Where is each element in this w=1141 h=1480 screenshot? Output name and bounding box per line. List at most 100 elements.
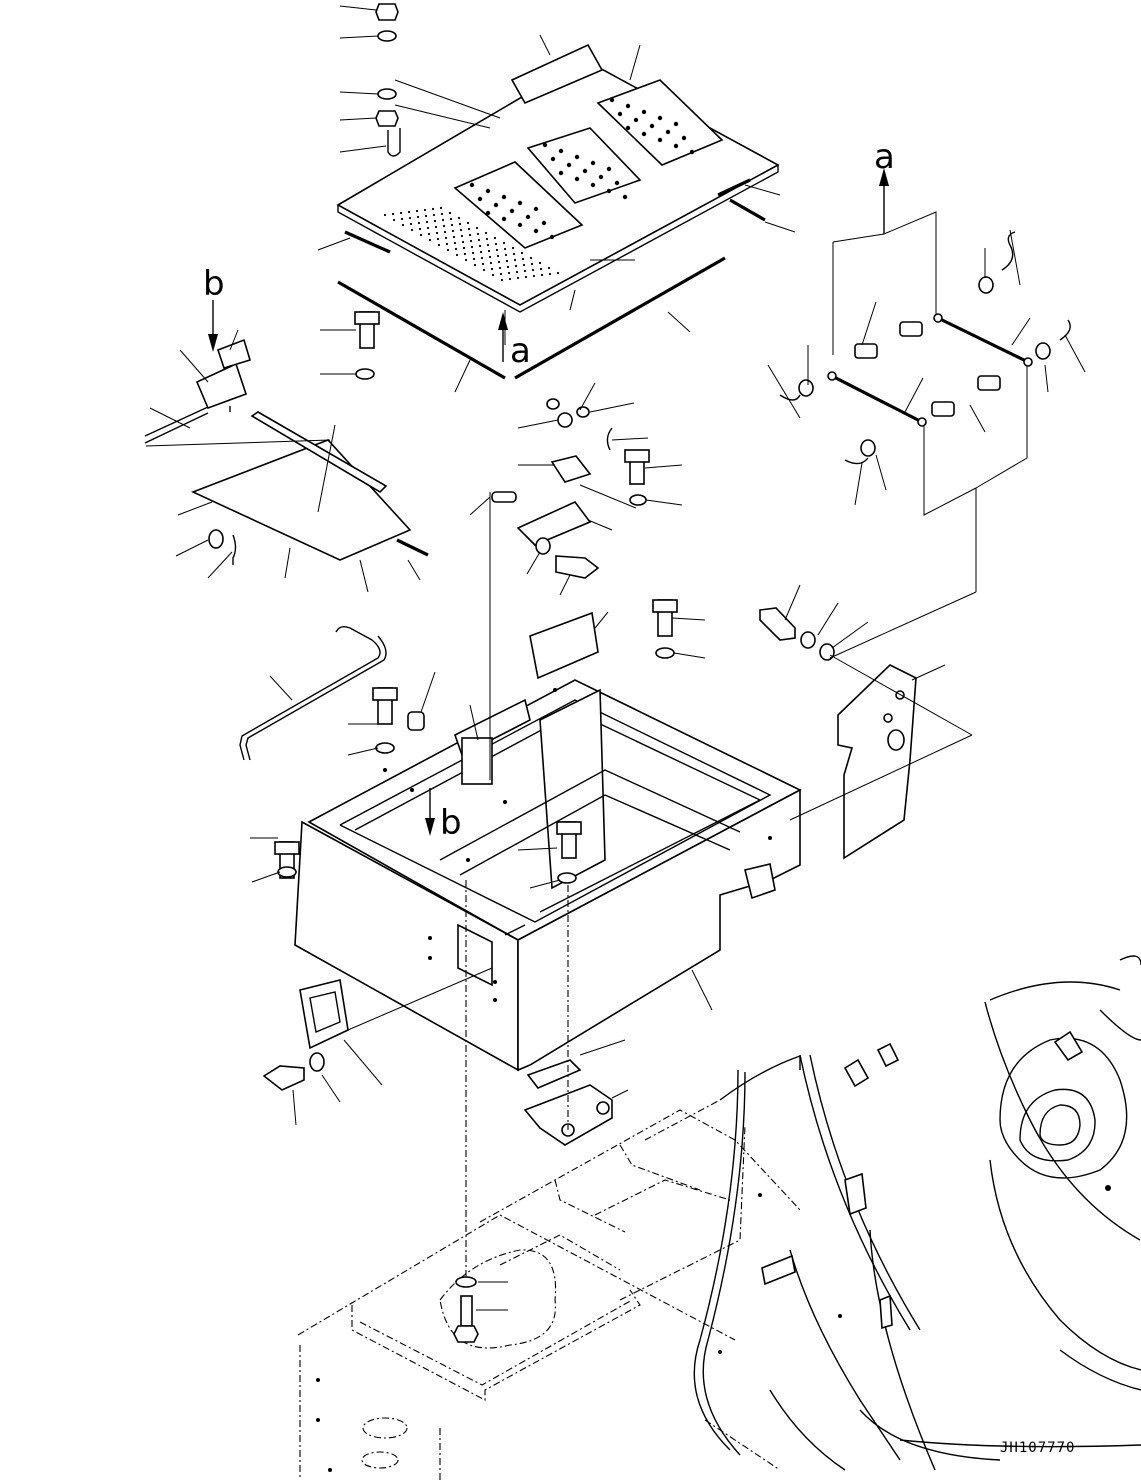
perforation-hole bbox=[574, 154, 580, 160]
perforation-hole bbox=[503, 247, 507, 251]
perforation-hole bbox=[547, 266, 551, 270]
perforation-hole bbox=[582, 168, 588, 174]
side-cover-view-b bbox=[144, 300, 429, 593]
perforation-hole bbox=[673, 121, 679, 127]
perforation-hole bbox=[516, 276, 520, 280]
perforation-hole bbox=[499, 272, 503, 276]
perforation-hole bbox=[476, 232, 480, 236]
perforation-hole bbox=[558, 170, 564, 176]
perforation-hole bbox=[425, 220, 429, 224]
perforation-hole bbox=[415, 209, 419, 213]
perforation-hole bbox=[641, 109, 647, 115]
perforation-hole bbox=[485, 237, 489, 241]
perforation-hole bbox=[517, 200, 523, 206]
top-fastener-stack bbox=[320, 3, 401, 380]
lower-latch-bracket bbox=[262, 967, 493, 1126]
support-rod bbox=[239, 625, 387, 761]
perforation-hole bbox=[458, 222, 462, 226]
perforation-hole bbox=[481, 262, 485, 266]
perforation-hole bbox=[391, 212, 395, 216]
perforation-hole bbox=[548, 272, 552, 276]
perforation-hole bbox=[464, 258, 468, 262]
perforation-hole bbox=[498, 266, 502, 270]
perforation-hole bbox=[509, 208, 515, 214]
perforation-hole bbox=[450, 223, 454, 227]
perforation-hole bbox=[508, 277, 512, 281]
perforation-hole bbox=[439, 206, 443, 210]
perforation-hole bbox=[459, 228, 463, 232]
perforation-hole bbox=[479, 250, 483, 254]
perforation-hole bbox=[436, 237, 440, 241]
perforation-hole bbox=[383, 213, 387, 217]
perforation-hole bbox=[435, 231, 439, 235]
perforation-hole bbox=[444, 236, 448, 240]
perforation-hole bbox=[517, 222, 523, 228]
view-label-b-upper: b bbox=[203, 264, 225, 304]
view-label-a-upper: a bbox=[874, 137, 895, 177]
perforation-hole bbox=[428, 238, 432, 242]
perforation-hole bbox=[455, 253, 459, 257]
perforation-hole bbox=[524, 275, 528, 279]
perforation-hole bbox=[541, 220, 547, 226]
perforation-hole bbox=[446, 248, 450, 252]
perforation-hole bbox=[408, 216, 412, 220]
seal-strips bbox=[337, 178, 766, 380]
perforation-hole bbox=[522, 263, 526, 267]
perforation-hole bbox=[410, 228, 414, 232]
arrow-a-lower bbox=[498, 312, 508, 362]
perforation-hole bbox=[505, 259, 509, 263]
perforation-hole bbox=[606, 166, 612, 172]
perforation-hole bbox=[445, 242, 449, 246]
perforation-hole bbox=[530, 262, 534, 266]
perforation-hole bbox=[416, 215, 420, 219]
perforation-hole bbox=[494, 242, 498, 246]
perforation-hole bbox=[511, 246, 515, 250]
perforation-hole bbox=[486, 243, 490, 247]
perforation-hole bbox=[471, 251, 475, 255]
perforation-hole bbox=[419, 233, 423, 237]
perforation-hole bbox=[485, 210, 491, 216]
perforation-hole bbox=[484, 231, 488, 235]
perforation-hole bbox=[441, 218, 445, 222]
perforation-hole bbox=[525, 214, 531, 220]
perforation-hole bbox=[538, 261, 542, 265]
perforation-hole bbox=[466, 221, 470, 225]
main-box-housing bbox=[294, 611, 802, 1072]
perforation-hole bbox=[431, 207, 435, 211]
perforation-hole bbox=[558, 148, 564, 154]
perforation-hole bbox=[633, 117, 639, 123]
perforation-hole bbox=[673, 143, 679, 149]
perforation-hole bbox=[442, 224, 446, 228]
perforation-hole bbox=[493, 236, 497, 240]
perforation-hole bbox=[453, 241, 457, 245]
perforation-hole bbox=[502, 241, 506, 245]
perforation-hole bbox=[497, 260, 501, 264]
perforation-hole bbox=[501, 216, 507, 222]
perforation-hole bbox=[689, 149, 695, 155]
perforation-hole bbox=[649, 123, 655, 129]
perforation-hole bbox=[477, 196, 483, 202]
perforation-hole bbox=[665, 129, 671, 135]
perforation-hole bbox=[409, 222, 413, 226]
perforation-hole bbox=[457, 216, 461, 220]
perforation-hole bbox=[590, 160, 596, 166]
boom-structure-background bbox=[693, 955, 1141, 1471]
perforation-hole bbox=[437, 243, 441, 247]
perforation-hole bbox=[463, 252, 467, 256]
perforation-hole bbox=[542, 142, 548, 148]
perforation-hole bbox=[549, 234, 555, 240]
perforation-hole bbox=[529, 256, 533, 260]
perforation-hole bbox=[487, 249, 491, 253]
perforation-hole bbox=[489, 261, 493, 265]
perforation-hole bbox=[540, 273, 544, 277]
perforation-hole bbox=[532, 274, 536, 278]
perforation-hole bbox=[418, 227, 422, 231]
perforation-hole bbox=[401, 223, 405, 227]
perforation-hole bbox=[641, 131, 647, 137]
perforation-hole bbox=[451, 229, 455, 233]
perforation-hole bbox=[514, 264, 518, 268]
perforation-hole bbox=[488, 255, 492, 259]
perforation-hole bbox=[657, 115, 663, 121]
perforation-hole bbox=[480, 256, 484, 260]
